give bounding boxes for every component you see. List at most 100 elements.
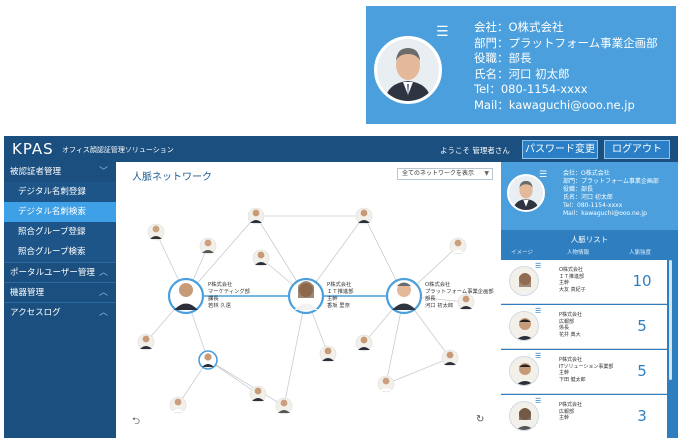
relationship-strength: 3 (637, 407, 647, 425)
sidebar-item-devices[interactable]: 機器管理 ︿ (4, 282, 116, 302)
contact-company: P株式会社 (559, 357, 583, 363)
back-icon[interactable]: ⮌ (132, 416, 141, 427)
list-menu-icon[interactable]: ☰ (535, 352, 542, 360)
change-password-button[interactable]: パスワード変更 (522, 140, 598, 159)
chevron-up-icon: ︿ (98, 308, 108, 318)
person-node[interactable] (275, 397, 293, 415)
list-menu-icon[interactable]: ☰ (535, 262, 542, 270)
card-position: 役職：部長 (563, 186, 594, 193)
list-scrollbar[interactable] (669, 260, 672, 380)
card-company: 会社：O株式会社 (563, 170, 610, 177)
person-node[interactable] (147, 223, 165, 241)
profile-details: 会社：O株式会社 部門：プラットフォーム事業企画部 役職：部長 氏名：河口 初太… (474, 20, 658, 113)
list-menu-icon[interactable]: ☰ (535, 307, 542, 315)
person-node[interactable] (247, 207, 265, 225)
contact-list-row[interactable]: ☰ P株式会社 広報部 係長 花井 典大 5 (501, 305, 667, 349)
relationship-strength: 10 (632, 272, 652, 290)
contact-title: 主幹 (559, 370, 570, 376)
contact-list-row[interactable]: ☰ P株式会社 広報部 主幹 3 (501, 395, 667, 438)
card-department: 部門：プラットフォーム事業企画部 (563, 178, 659, 185)
avatar (509, 311, 539, 341)
person-node[interactable] (377, 375, 395, 393)
logout-button[interactable]: ログアウト (604, 140, 670, 159)
avatar (509, 401, 539, 431)
contact-name: 下田 健太郎 (559, 376, 586, 383)
card-tel: Tel：080-1154-xxxx (563, 202, 623, 209)
person-node[interactable] (198, 350, 218, 370)
sidebar-item-card-search[interactable]: デジタル名刺検索 (4, 202, 120, 222)
avatar (509, 356, 539, 386)
contact-dept: ＩＴ推進部 (559, 273, 585, 280)
sidebar-item-label: ポータルユーザー管理 (10, 268, 95, 278)
node-title: 部長 (425, 296, 436, 302)
relationship-strength: 5 (637, 362, 647, 380)
contact-info: O株式会社 ＩＴ推進部 主幹 大友 真紀子 (559, 267, 586, 293)
sidebar-item-label: デジタル名刺登録 (18, 187, 86, 197)
sidebar-item-portal-users[interactable]: ポータルユーザー管理 ︿ (4, 262, 116, 282)
sidebar-item-label: アクセスログ (10, 308, 61, 318)
contact-title: 係長 (559, 325, 570, 331)
node-info-card: P株式会社 ＩＴ推進部 主幹 香坂 里奈 (327, 282, 354, 310)
page-title: 人脈ネットワーク (132, 172, 212, 183)
node-info-card: P株式会社 マーケティング部 課長 若林 久遠 (208, 282, 250, 310)
person-node[interactable] (252, 249, 270, 267)
contact-list-title: 人脈リスト (570, 235, 609, 244)
sidebar-item-label: 機器管理 (10, 288, 45, 298)
selected-person-card: ☰ 会社：O株式会社 部門：プラットフォーム事業企画部 役職：部長 氏名：河口 … (501, 162, 678, 230)
person-node[interactable] (449, 237, 467, 255)
sidebar-item-group-register[interactable]: 照合グループ登録 (4, 222, 116, 242)
contact-list-row[interactable]: ☰ O株式会社 ＩＴ推進部 主幹 大友 真紀子 10 (501, 260, 667, 304)
sidebar-item-label: 照合グループ登録 (18, 227, 86, 237)
focus-person-node[interactable] (167, 277, 205, 315)
sidebar-item-card-register[interactable]: デジタル名刺登録 (4, 182, 116, 202)
network-filter-select[interactable]: 全てのネットワークを表示 ▼ (397, 168, 493, 180)
refresh-icon[interactable]: ↻ (476, 414, 485, 425)
person-node[interactable] (137, 333, 155, 351)
list-menu-icon[interactable]: ☰ (535, 397, 542, 405)
contact-info: P株式会社 広報部 主幹 (559, 402, 582, 422)
sidebar-item-label: デジタル名刺検索 (18, 207, 86, 217)
column-header-strength: 人脈強度 (629, 250, 652, 256)
sidebar-item-subject-management[interactable]: 被認証者管理 ﹀ (4, 162, 116, 182)
profile-callout: ☰ 会社：O株式会社 部門：プラットフォーム事業企画部 役職：部長 氏名：河口 … (366, 6, 676, 124)
card-name: 氏名：河口 初太郎 (563, 194, 613, 201)
chevron-up-icon: ︿ (98, 288, 108, 298)
profile-mail: Mail：kawaguchi@ooo.ne.jp (474, 97, 635, 112)
profile-position: 役職：部長 (474, 51, 532, 65)
contact-company: P株式会社 (559, 402, 583, 408)
person-node[interactable] (199, 237, 217, 255)
sidebar-item-label: 被認証者管理 (10, 167, 62, 177)
sidebar-item-label: 照合グループ検索 (18, 247, 86, 257)
node-dept: プラットフォーム事業企画部 (425, 289, 494, 295)
list-menu-icon[interactable]: ☰ (436, 24, 449, 40)
profile-company: 会社：O株式会社 (474, 20, 564, 34)
card-mail: Mail：kawaguchi@ooo.ne.jp (563, 210, 647, 217)
person-node[interactable] (249, 385, 267, 403)
sidebar-item-access-log[interactable]: アクセスログ ︿ (4, 302, 116, 322)
column-header-image: イメージ (511, 250, 533, 256)
network-graph[interactable] (116, 162, 501, 438)
app-logo[interactable]: KPAS (12, 140, 54, 158)
sidebar-item-group-search[interactable]: 照合グループ検索 (4, 242, 116, 262)
person-node[interactable] (355, 207, 373, 225)
person-node[interactable] (169, 396, 187, 414)
node-dept: ＩＴ推進部 (327, 289, 354, 295)
node-company: P株式会社 (208, 282, 233, 288)
person-node[interactable] (319, 345, 337, 363)
network-filter-value: 全てのネットワークを表示 (402, 170, 475, 177)
contact-name: 花井 典大 (559, 331, 581, 338)
person-node[interactable] (441, 349, 459, 367)
focus-person-node[interactable] (385, 277, 423, 315)
dropdown-arrow-icon: ▼ (484, 170, 489, 177)
node-dept: マーケティング部 (208, 289, 250, 295)
contact-dept: 広報部 (559, 318, 575, 325)
profile-photo (374, 36, 442, 104)
chevron-down-icon: ﹀ (98, 167, 108, 177)
person-node[interactable] (457, 293, 475, 311)
contact-list-row[interactable]: ☰ P株式会社 ITソリューション事業部 主幹 下田 健太郎 5 (501, 350, 667, 394)
focus-person-node[interactable] (287, 277, 325, 315)
person-node[interactable] (355, 334, 373, 352)
list-menu-icon[interactable]: ☰ (539, 170, 548, 180)
column-header-info: 人物情報 (567, 250, 590, 256)
right-panel: ☰ 会社：O株式会社 部門：プラットフォーム事業企画部 役職：部長 氏名：河口 … (501, 162, 678, 438)
